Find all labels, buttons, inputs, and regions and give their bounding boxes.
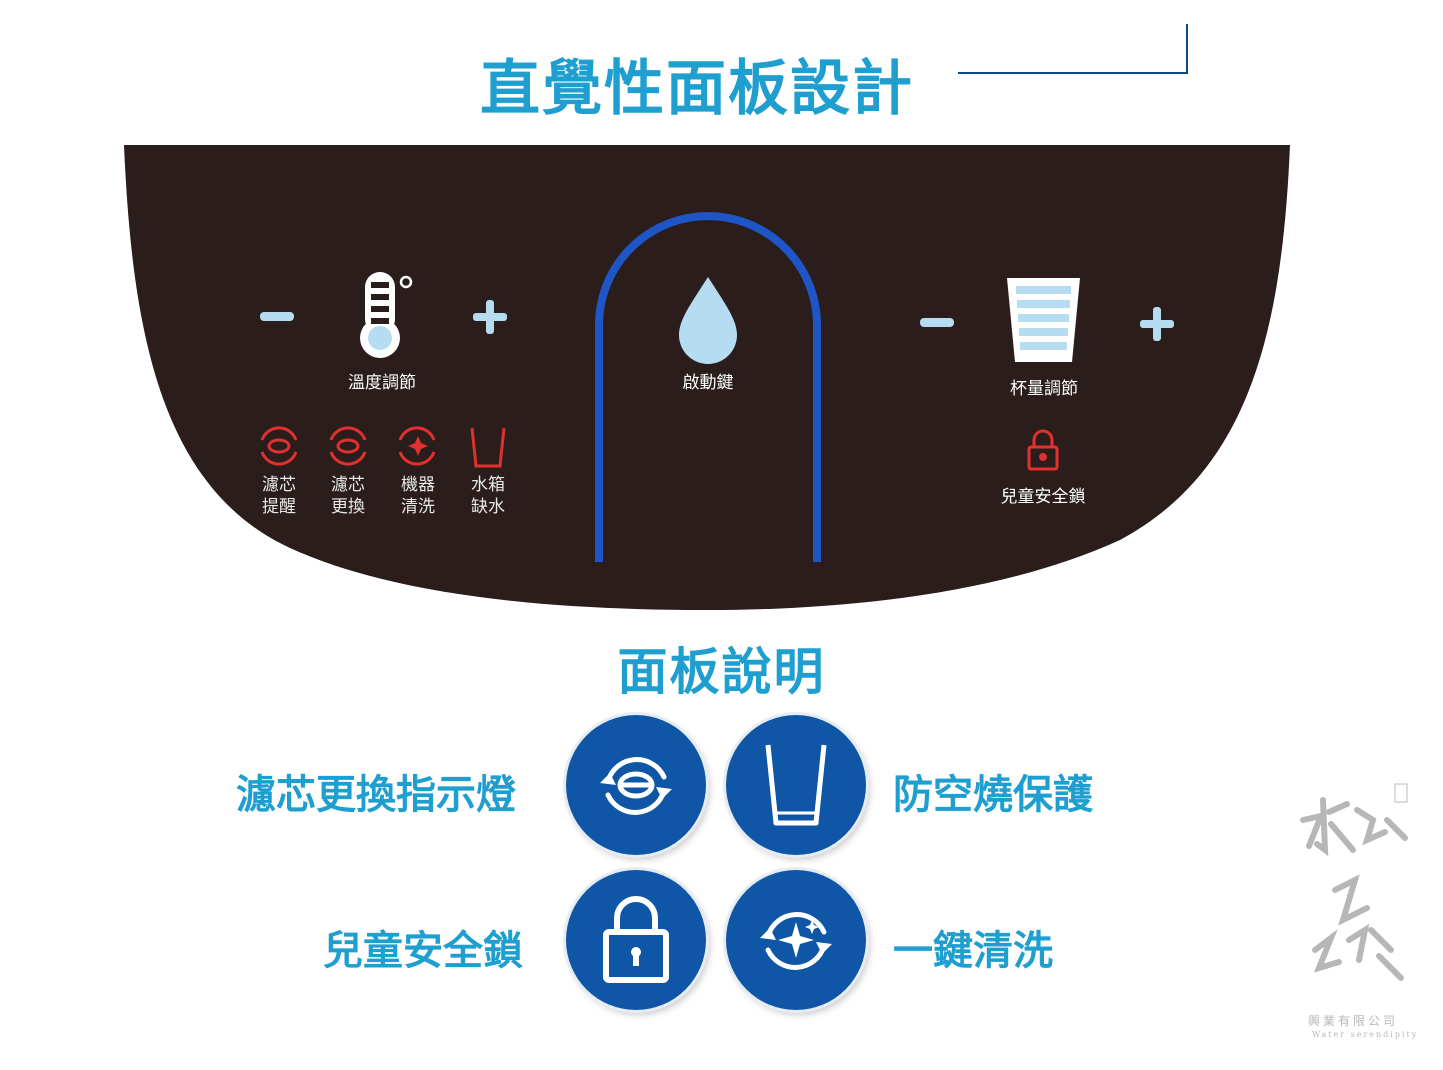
cup-volume-icon <box>1007 278 1080 362</box>
cup-minus-button[interactable] <box>920 318 954 327</box>
title-divider-corner <box>1186 24 1188 74</box>
cup-label: 杯量調節 <box>1010 379 1078 399</box>
machine-clean-indicator-icon <box>398 426 436 466</box>
indicator-machine-clean-label: 機器清洗 <box>401 475 435 517</box>
watermark-company: 興業有限公司 <box>1308 1014 1399 1028</box>
temp-plus-button[interactable] <box>473 300 507 334</box>
lock-icon <box>603 896 669 983</box>
cup-plus-button[interactable] <box>1140 307 1174 341</box>
legend-child-lock-badge <box>566 870 706 1010</box>
legend-filter-replace-label: 濾芯更換指示燈 <box>236 772 516 818</box>
temp-label: 溫度調節 <box>348 373 416 393</box>
water-drop-icon[interactable] <box>679 277 737 364</box>
child-lock-indicator-icon <box>1027 429 1059 471</box>
cup-icon <box>765 744 827 826</box>
legend-child-lock-label: 兒童安全鎖 <box>323 928 523 974</box>
temp-minus-button[interactable] <box>260 312 294 321</box>
child-lock-label: 兒童安全鎖 <box>1000 487 1086 507</box>
clean-icon <box>760 912 832 970</box>
page-title: 直覺性面板設計 <box>480 54 914 124</box>
legend-dry-burn-label: 防空燒保護 <box>893 772 1093 818</box>
thermometer-icon <box>360 272 413 358</box>
indicator-filter-replace-label: 濾芯更換 <box>331 475 365 517</box>
filter-reminder-icon <box>260 426 298 466</box>
legend-filter-replace-badge <box>566 715 706 855</box>
filter-replace-icon <box>600 757 672 815</box>
watermark-english: Water serendipity <box>1312 1030 1419 1039</box>
legend-title: 面板說明 <box>617 643 826 701</box>
title-divider <box>958 72 1188 74</box>
brand-calligraphy-logo <box>1300 783 1408 981</box>
legend-one-key-clean-badge <box>726 870 866 1010</box>
start-label: 啟動鍵 <box>682 373 734 393</box>
tank-empty-indicator-icon <box>470 427 506 468</box>
legend-dry-burn-badge <box>726 715 866 855</box>
start-arch <box>595 212 821 562</box>
legend-one-key-clean-label: 一鍵清洗 <box>893 928 1053 974</box>
indicator-tank-empty-label: 水箱缺水 <box>471 475 505 517</box>
filter-replace-indicator-icon <box>329 426 367 466</box>
indicator-filter-reminder-label: 濾芯提醒 <box>262 475 296 517</box>
